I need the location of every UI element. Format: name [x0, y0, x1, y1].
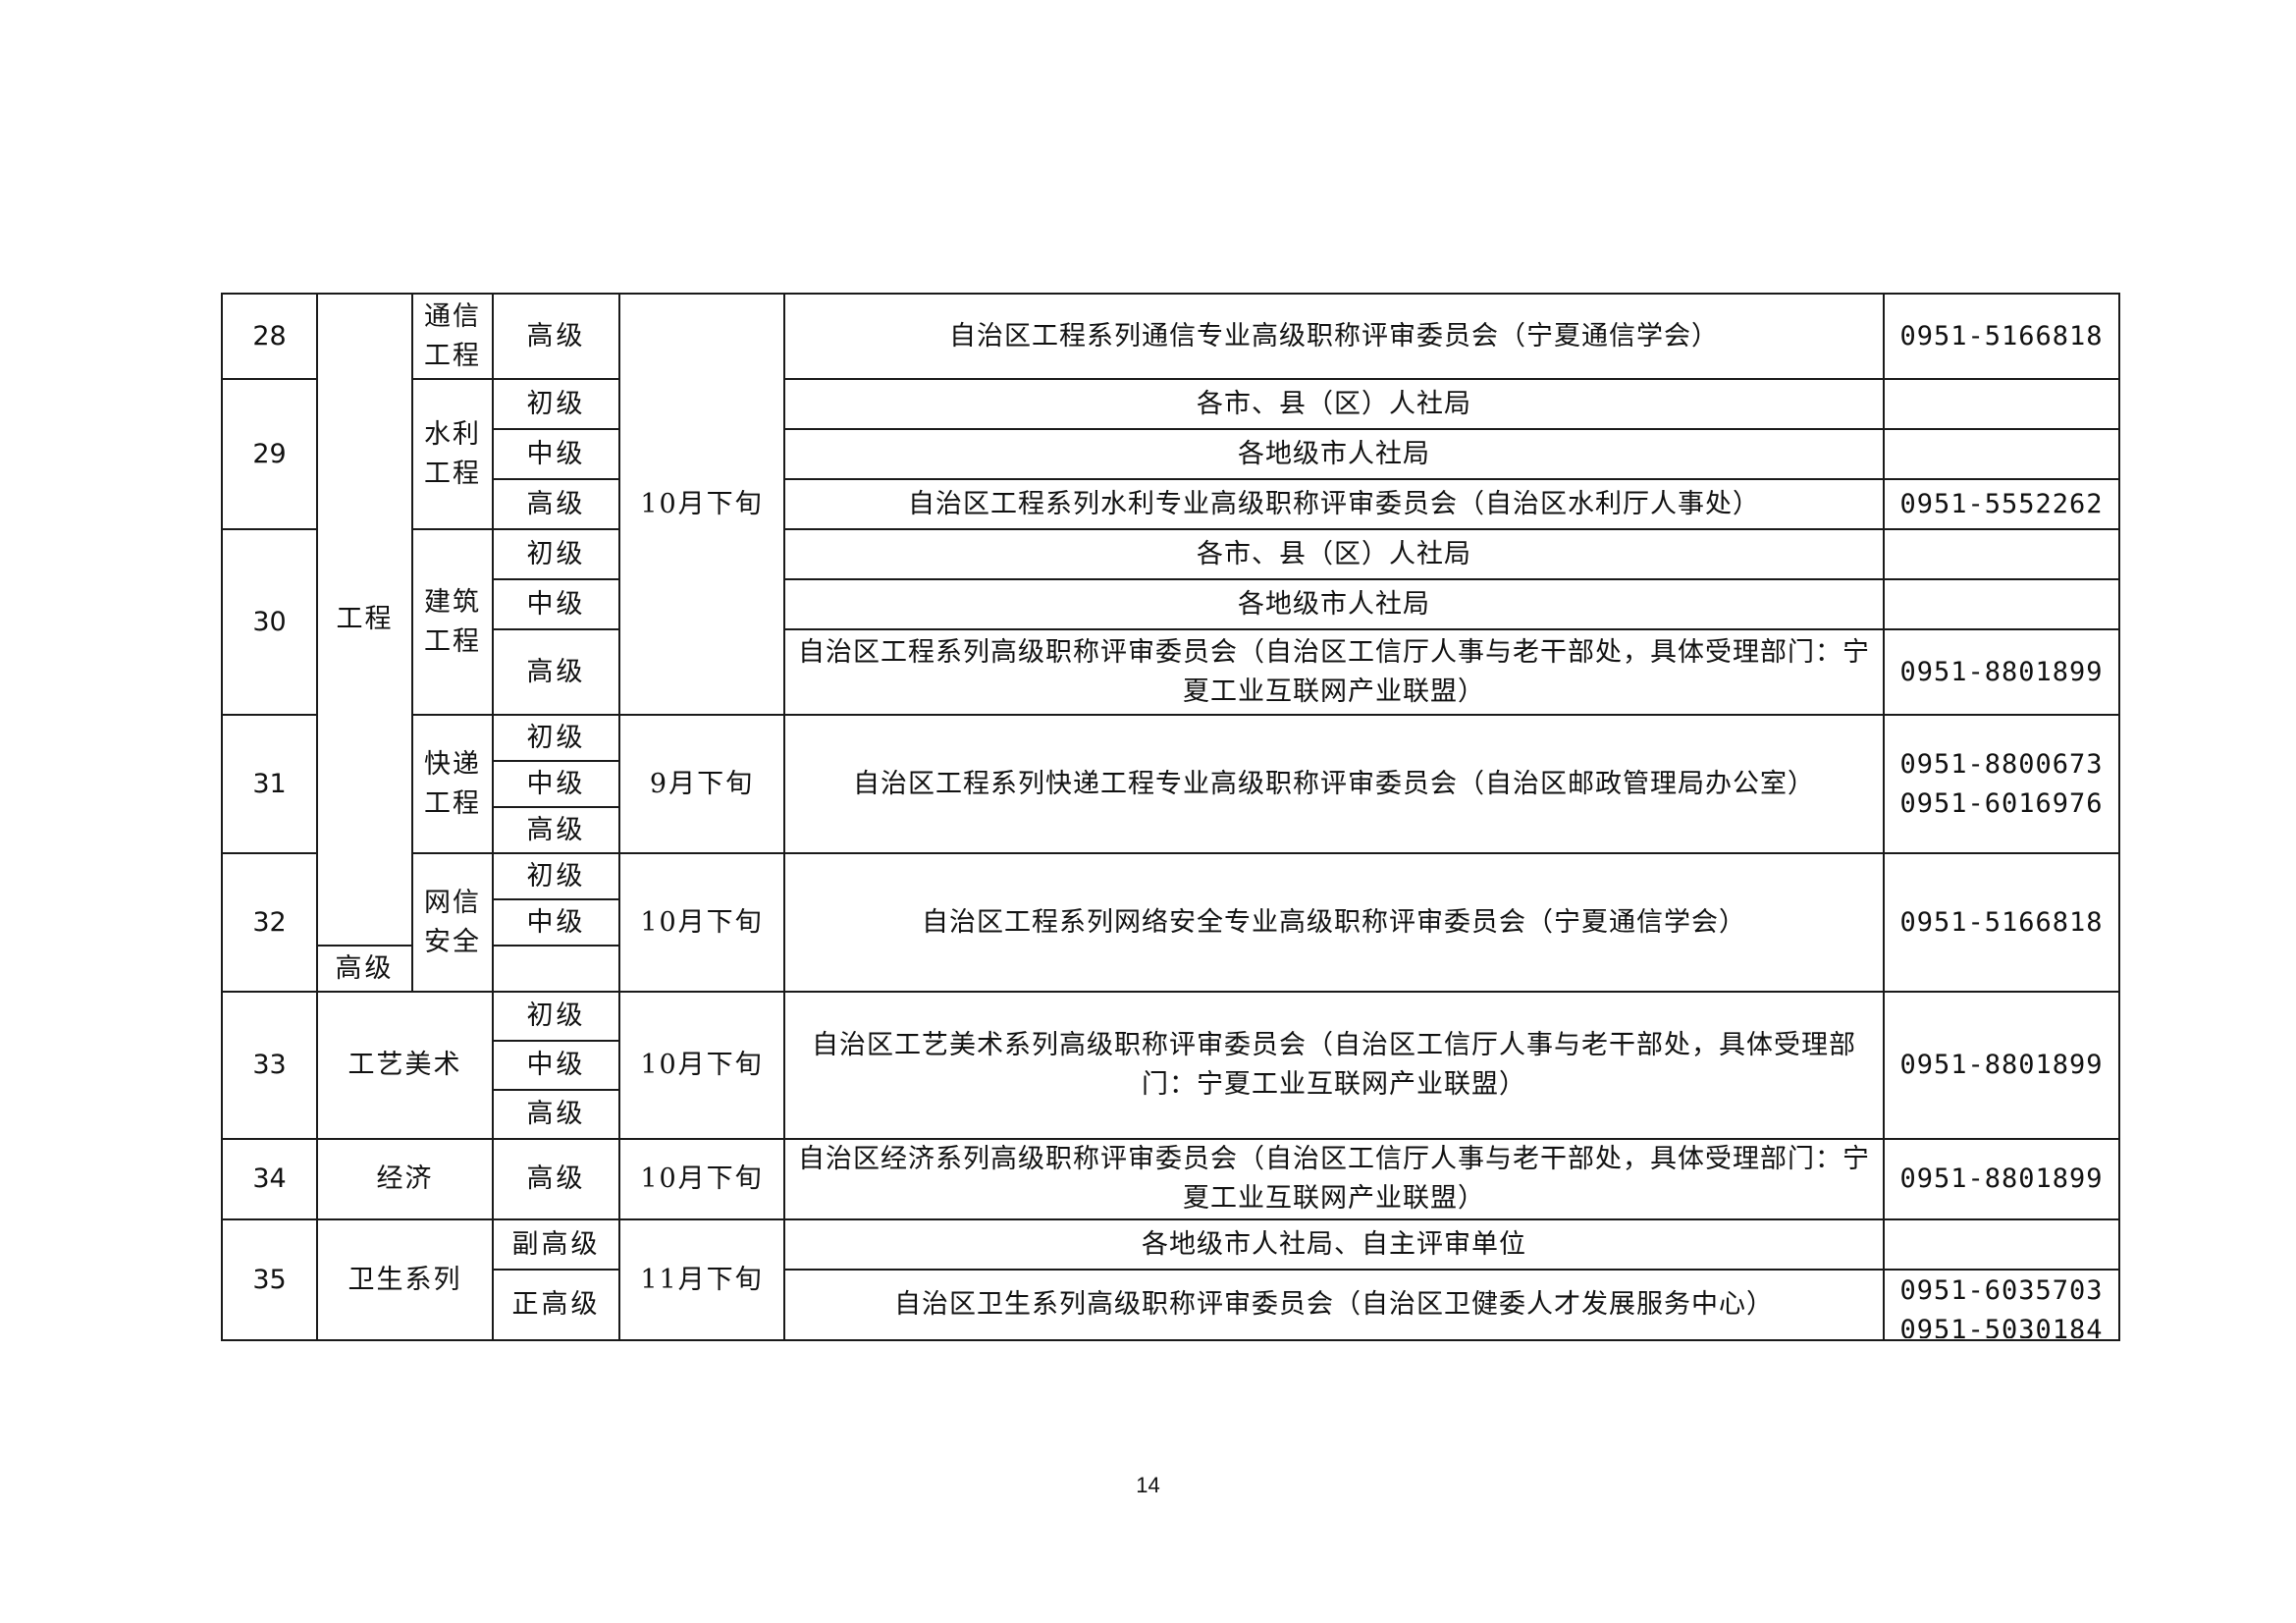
row-number: 28 — [221, 293, 318, 380]
phone-cell-empty — [1883, 378, 2120, 430]
review-org-cell: 各市、县（区）人社局 — [783, 378, 1885, 430]
row-number: 31 — [221, 714, 318, 854]
review-org-cell: 自治区工程系列快递工程专业高级职称评审委员会（自治区邮政管理局办公室） — [783, 714, 1885, 854]
phone-cell: 0951-8801899 — [1883, 991, 2120, 1140]
table-row: 高级 — [222, 945, 2119, 993]
review-time-cell: 10月下旬 — [618, 852, 785, 993]
table-row: 正高级 自治区卫生系列高级职称评审委员会（自治区卫健委人才发展服务中心） 095… — [222, 1269, 2120, 1341]
table-row: 中级 各地级市人社局 — [222, 428, 2120, 480]
table-row: 32 网信安全 初级 10月下旬 自治区工程系列网络安全专业高级职称评审委员会（… — [221, 852, 2120, 993]
table-row: 31 快递工程 初级 9月下旬 自治区工程系列快递工程专业高级职称评审委员会（自… — [221, 714, 2120, 854]
review-time-cell: 10月下旬 — [618, 293, 785, 716]
phone-cell: 0951-8800673 0951-6016976 — [1883, 714, 2120, 854]
series-cell: 卫生系列 — [316, 1218, 494, 1341]
review-org-cell: 自治区工程系列通信专业高级职称评审委员会（宁夏通信学会） — [783, 293, 1885, 380]
page-number: 14 — [1136, 1473, 1160, 1497]
profession-cell: 建筑工程 — [411, 528, 494, 716]
level-cell: 初级 — [492, 714, 620, 762]
review-org-cell: 自治区卫生系列高级职称评审委员会（自治区卫健委人才发展服务中心） — [783, 1269, 1885, 1341]
level-cell: 高级 — [492, 628, 620, 716]
phone-number: 0951-6016976 — [1899, 787, 2104, 819]
review-time-cell: 11月下旬 — [618, 1218, 785, 1341]
review-org-cell: 各地级市人社局 — [783, 578, 1885, 630]
series-cell: 工艺美术 — [316, 991, 494, 1140]
table-row: 高级 — [222, 806, 2119, 854]
level-cell: 中级 — [492, 760, 620, 808]
row-number: 33 — [221, 991, 318, 1140]
table-row: 中级 — [222, 760, 2119, 808]
level-cell: 初级 — [492, 852, 620, 900]
table-row: 高级 — [222, 1089, 2119, 1140]
table-row: 28 工程 通信工程 高级 10月下旬 自治区工程系列通信专业高级职称评审委员会… — [221, 293, 2120, 947]
table-row: 中级 — [222, 1040, 2119, 1091]
profession-cell: 水利工程 — [411, 378, 494, 530]
level-cell: 高级 — [492, 1138, 620, 1220]
level-cell: 初级 — [492, 991, 620, 1042]
table-row: 35 卫生系列 副高级 11月下旬 各地级市人社局、自主评审单位 — [221, 1218, 2120, 1341]
row-number: 34 — [221, 1138, 318, 1220]
review-org-cell: 各市、县（区）人社局 — [783, 528, 1885, 580]
review-org-cell: 自治区工程系列网络安全专业高级职称评审委员会（宁夏通信学会） — [783, 852, 1885, 993]
level-cell: 高级 — [316, 945, 413, 993]
level-cell: 中级 — [492, 898, 620, 947]
level-cell: 高级 — [492, 1089, 620, 1140]
phone-cell-empty — [1883, 528, 2120, 580]
review-org-cell: 各地级市人社局、自主评审单位 — [783, 1218, 1885, 1271]
row-number: 30 — [221, 528, 318, 716]
phone-number: 0951-5030184 — [1899, 1315, 2104, 1338]
review-time-cell: 10月下旬 — [618, 1138, 785, 1220]
review-org-cell: 自治区工程系列高级职称评审委员会（自治区工信厅人事与老干部处，具体受理部门：宁夏… — [783, 628, 1885, 716]
title-review-schedule-table: 28 工程 通信工程 高级 10月下旬 自治区工程系列通信专业高级职称评审委员会… — [221, 293, 2120, 1341]
phone-cell: 0951-5166818 — [1883, 293, 2120, 380]
level-cell: 初级 — [492, 528, 620, 580]
review-org-cell: 自治区工艺美术系列高级职称评审委员会（自治区工信厅人事与老干部处，具体受理部门：… — [783, 991, 1885, 1140]
row-number: 35 — [221, 1218, 318, 1341]
profession-cell: 网信安全 — [411, 852, 494, 993]
level-cell: 高级 — [492, 806, 620, 854]
level-cell: 副高级 — [492, 1218, 620, 1271]
level-cell: 初级 — [492, 378, 620, 430]
review-time-cell: 10月下旬 — [618, 991, 785, 1140]
review-org-cell: 自治区工程系列水利专业高级职称评审委员会（自治区水利厅人事处） — [783, 478, 1885, 530]
phone-cell: 0951-8801899 — [1883, 1138, 2120, 1220]
table-row: 29 水利工程 初级 各市、县（区）人社局 — [221, 378, 2120, 530]
phone-cell: 0951-6035703 0951-5030184 — [1883, 1269, 2120, 1341]
profession-cell: 快递工程 — [411, 714, 494, 854]
review-time-cell: 9月下旬 — [618, 714, 785, 854]
table-row: 中级 — [222, 898, 2119, 947]
profession-cell: 通信工程 — [411, 293, 494, 380]
table-row: 30 建筑工程 初级 各市、县（区）人社局 — [221, 528, 2120, 716]
phone-cell: 0951-5552262 — [1883, 478, 2120, 530]
phone-cell-empty — [1883, 578, 2120, 630]
level-cell: 正高级 — [492, 1269, 620, 1341]
table-row: 中级 各地级市人社局 — [222, 578, 2120, 630]
row-number: 29 — [221, 378, 318, 530]
phone-cell-empty — [1883, 428, 2120, 480]
series-cell: 经济 — [316, 1138, 494, 1220]
review-org-cell: 各地级市人社局 — [783, 428, 1885, 480]
level-cell: 中级 — [492, 578, 620, 630]
row-number: 32 — [221, 852, 318, 993]
table-row: 高级 自治区工程系列高级职称评审委员会（自治区工信厅人事与老干部处，具体受理部门… — [222, 628, 2120, 716]
phone-cell: 0951-8801899 — [1883, 628, 2120, 716]
review-org-cell: 自治区经济系列高级职称评审委员会（自治区工信厅人事与老干部处，具体受理部门：宁夏… — [783, 1138, 1885, 1220]
phone-cell-empty — [1883, 1218, 2120, 1271]
series-cell-engineering: 工程 — [316, 293, 413, 947]
level-cell: 高级 — [492, 478, 620, 530]
table-row: 33 工艺美术 初级 10月下旬 自治区工艺美术系列高级职称评审委员会（自治区工… — [221, 991, 2120, 1140]
level-cell: 中级 — [492, 428, 620, 480]
level-cell: 中级 — [492, 1040, 620, 1091]
phone-number: 0951-6035703 — [1899, 1275, 2104, 1306]
table-row: 高级 自治区工程系列水利专业高级职称评审委员会（自治区水利厅人事处） 0951-… — [222, 478, 2120, 530]
phone-number: 0951-8800673 — [1899, 748, 2104, 780]
table-row: 34 经济 高级 10月下旬 自治区经济系列高级职称评审委员会（自治区工信厅人事… — [221, 1138, 2120, 1220]
level-cell: 高级 — [492, 293, 620, 380]
phone-cell: 0951-5166818 — [1883, 852, 2120, 993]
